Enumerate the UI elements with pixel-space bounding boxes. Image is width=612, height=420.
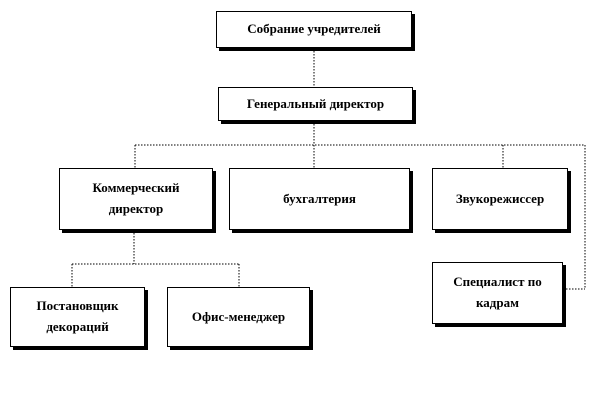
node-general-director: Генеральный директор	[218, 87, 413, 121]
node-founders: Собрание учредителей	[216, 11, 412, 48]
node-label: Специалист по кадрам	[453, 274, 542, 310]
node-label: бухгалтерия	[283, 190, 356, 206]
node-label: Постановщик декораций	[36, 298, 119, 334]
node-sound-director: Звукорежиссер	[432, 168, 568, 230]
node-hr-specialist: Специалист по кадрам	[432, 262, 563, 324]
node-label: Звукорежиссер	[455, 190, 545, 206]
node-commercial-director: Коммерческий директор	[59, 168, 213, 230]
node-label: Коммерческий директор	[92, 180, 180, 216]
node-label: Собрание учредителей	[247, 21, 381, 37]
node-label: Офис-менеджер	[191, 308, 286, 324]
node-accounting: бухгалтерия	[229, 168, 410, 230]
node-set-designer: Постановщик декораций	[10, 287, 145, 347]
node-label: Генеральный директор	[246, 95, 385, 111]
node-office-manager: Офис-менеджер	[167, 287, 310, 347]
